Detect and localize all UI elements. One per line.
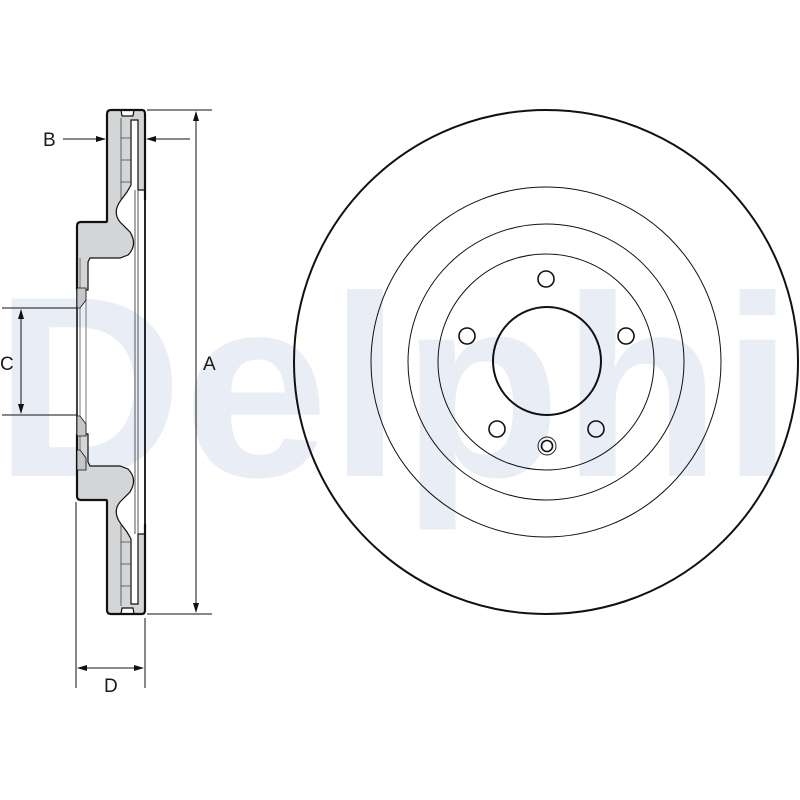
locator-hole-inner: [540, 439, 554, 453]
arrow-c-bottom: [18, 404, 24, 414]
disc-outer-edge: [293, 109, 799, 615]
dimension-label-c: C: [0, 354, 14, 375]
arrow-a-bottom: [193, 603, 199, 613]
dimension-lines: [2, 109, 212, 688]
arrow-b-right: [146, 136, 156, 142]
bolt-hole-lower-left: [488, 420, 506, 438]
upper-bolt-chamfer: [76, 287, 87, 309]
arrow-b-left: [96, 136, 106, 142]
dimension-label-d: D: [104, 676, 118, 697]
hat-face-edge: [437, 253, 655, 471]
hat-outer-edge: [407, 223, 685, 501]
cross-section-view: [75, 108, 147, 616]
arrow-c-top: [18, 309, 24, 319]
bolt-hole-lower-right: [587, 420, 605, 438]
friction-ring-inner-edge: [370, 186, 722, 538]
bolt-hole-right: [617, 327, 635, 345]
arrow-d-left: [77, 665, 87, 671]
arrow-d-right: [134, 665, 144, 671]
arrow-a-top: [193, 111, 199, 121]
center-bore: [492, 306, 602, 416]
dimension-label-b: B: [43, 130, 56, 151]
locator-hole-outer: [537, 436, 557, 456]
front-view: [293, 109, 799, 615]
bolt-hole-top: [537, 270, 555, 288]
dimension-label-a: A: [203, 354, 216, 375]
lower-bolt-chamfer: [76, 415, 87, 437]
bolt-hole-left: [458, 327, 476, 345]
